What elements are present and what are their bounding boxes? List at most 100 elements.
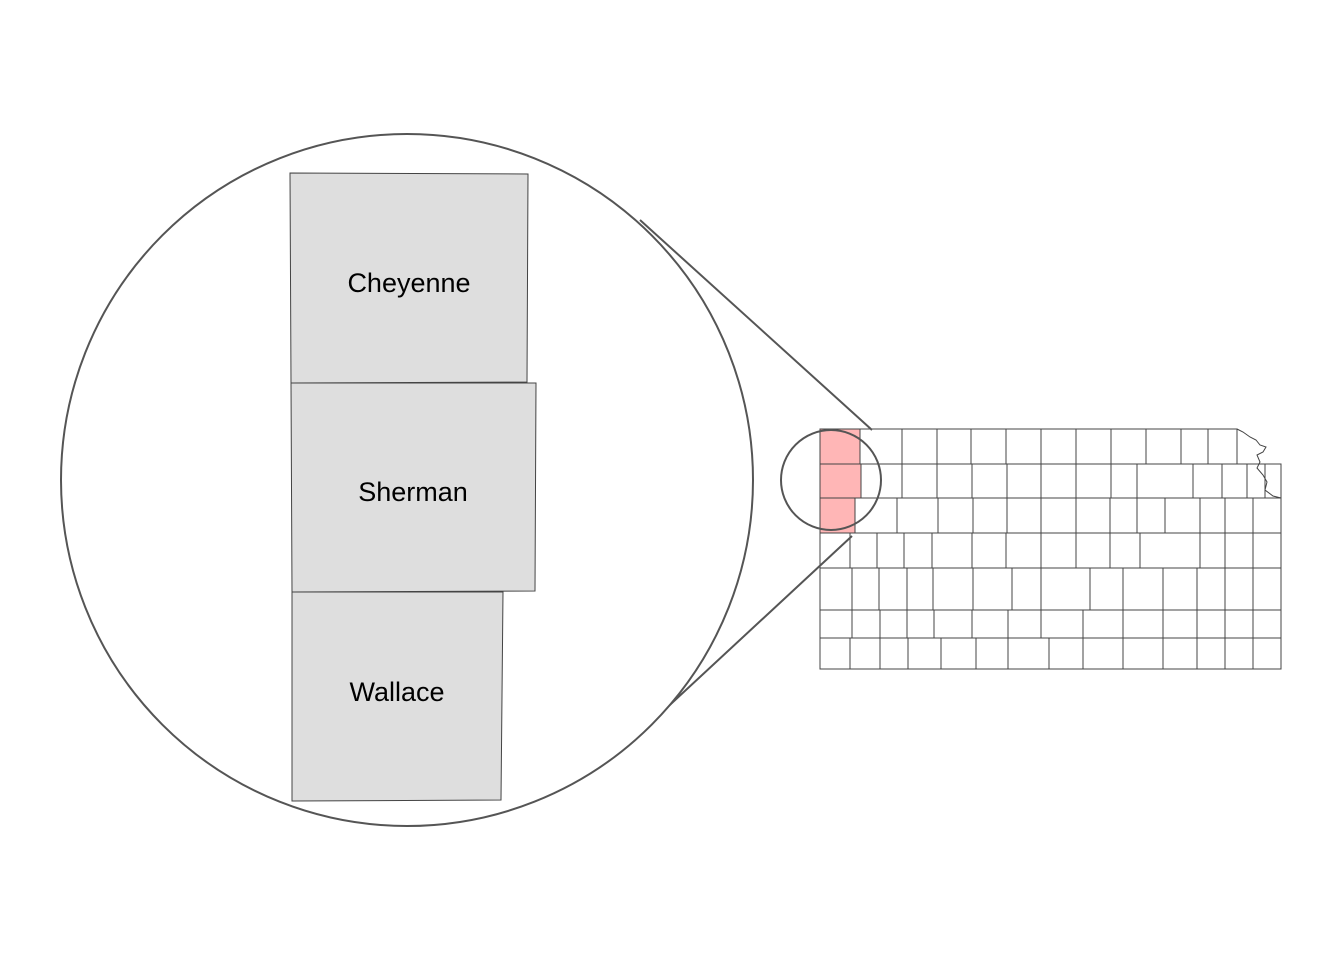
county[interactable] (1082, 637, 1124, 670)
county[interactable] (940, 637, 977, 670)
county[interactable] (1136, 497, 1166, 534)
county[interactable] (970, 428, 1007, 465)
county[interactable] (901, 463, 938, 499)
county[interactable] (1007, 637, 1050, 670)
county[interactable] (819, 567, 853, 611)
county[interactable] (1110, 428, 1147, 465)
county[interactable] (1196, 609, 1226, 639)
county[interactable] (1252, 532, 1282, 569)
county[interactable] (1264, 463, 1282, 499)
county[interactable] (1162, 567, 1198, 611)
county[interactable] (1252, 609, 1282, 639)
county[interactable] (1006, 497, 1042, 534)
county[interactable] (849, 532, 878, 569)
county[interactable] (859, 428, 903, 465)
county[interactable] (1164, 497, 1201, 534)
county[interactable] (878, 567, 908, 611)
county[interactable] (1162, 609, 1198, 639)
county-sherman[interactable] (819, 463, 862, 499)
county[interactable] (936, 463, 973, 499)
state-border-missouri-river (1236, 428, 1282, 499)
county[interactable] (1110, 463, 1138, 499)
county[interactable] (1180, 428, 1209, 465)
county[interactable] (975, 637, 1009, 670)
county[interactable] (1006, 463, 1042, 499)
county[interactable] (1075, 532, 1111, 569)
county[interactable] (972, 567, 1013, 611)
county[interactable] (1199, 532, 1226, 569)
county[interactable] (936, 428, 972, 465)
county[interactable] (1040, 609, 1084, 639)
county[interactable] (1162, 637, 1198, 670)
county[interactable] (1221, 463, 1248, 499)
inset-county-cheyenne[interactable] (289, 172, 529, 384)
county[interactable] (1007, 609, 1042, 639)
county[interactable] (1040, 532, 1077, 569)
county[interactable] (937, 497, 974, 534)
county[interactable] (896, 497, 939, 534)
county[interactable] (1224, 497, 1254, 534)
county[interactable] (1145, 428, 1182, 465)
county[interactable] (1122, 567, 1164, 611)
county[interactable] (1089, 567, 1124, 611)
county[interactable] (1196, 567, 1226, 611)
county[interactable] (1252, 567, 1282, 611)
county[interactable] (1192, 463, 1223, 499)
county[interactable] (1075, 497, 1111, 534)
county[interactable] (932, 567, 974, 611)
county[interactable] (819, 637, 851, 670)
inset-county-sherman[interactable] (290, 382, 537, 593)
inset-county-wallace[interactable] (291, 591, 504, 802)
county[interactable] (1139, 532, 1201, 569)
county[interactable] (971, 532, 1007, 569)
county[interactable] (1040, 428, 1077, 465)
county[interactable] (972, 497, 1008, 534)
county[interactable] (1224, 637, 1254, 670)
county-label-wallace: Wallace (349, 677, 444, 707)
county[interactable] (1252, 637, 1282, 670)
county[interactable] (933, 609, 973, 639)
county[interactable] (971, 463, 1008, 499)
county[interactable] (1040, 567, 1091, 611)
county[interactable] (1199, 497, 1226, 534)
county[interactable] (971, 609, 1009, 639)
county[interactable] (1011, 567, 1042, 611)
county[interactable] (851, 609, 881, 639)
county[interactable] (849, 637, 881, 670)
county[interactable] (1196, 637, 1226, 670)
county[interactable] (901, 428, 938, 465)
county[interactable] (1005, 532, 1042, 569)
county[interactable] (1048, 637, 1084, 670)
county[interactable] (1207, 428, 1238, 465)
county[interactable] (1122, 637, 1164, 670)
county[interactable] (906, 567, 934, 611)
county[interactable] (1082, 609, 1124, 639)
inset-counties (289, 172, 537, 802)
county[interactable] (1136, 463, 1194, 499)
county[interactable] (1252, 497, 1282, 534)
county[interactable] (1224, 532, 1254, 569)
county[interactable] (906, 609, 935, 639)
county-cheyenne[interactable] (819, 428, 861, 465)
county[interactable] (1075, 428, 1112, 465)
county[interactable] (1109, 497, 1138, 534)
county[interactable] (1246, 463, 1266, 499)
county[interactable] (879, 609, 908, 639)
county[interactable] (903, 532, 933, 569)
county[interactable] (1122, 609, 1164, 639)
county[interactable] (819, 609, 853, 639)
county[interactable] (1005, 428, 1042, 465)
small-zoom-circle (780, 429, 882, 531)
county[interactable] (931, 532, 973, 569)
county[interactable] (1224, 567, 1254, 611)
county[interactable] (1040, 463, 1077, 499)
county[interactable] (851, 567, 880, 611)
county[interactable] (907, 637, 942, 670)
county[interactable] (879, 637, 909, 670)
county[interactable] (876, 532, 905, 569)
county[interactable] (1109, 532, 1141, 569)
county-wallace[interactable] (819, 497, 856, 534)
county[interactable] (1040, 497, 1077, 534)
county[interactable] (1075, 463, 1112, 499)
county[interactable] (1224, 609, 1254, 639)
